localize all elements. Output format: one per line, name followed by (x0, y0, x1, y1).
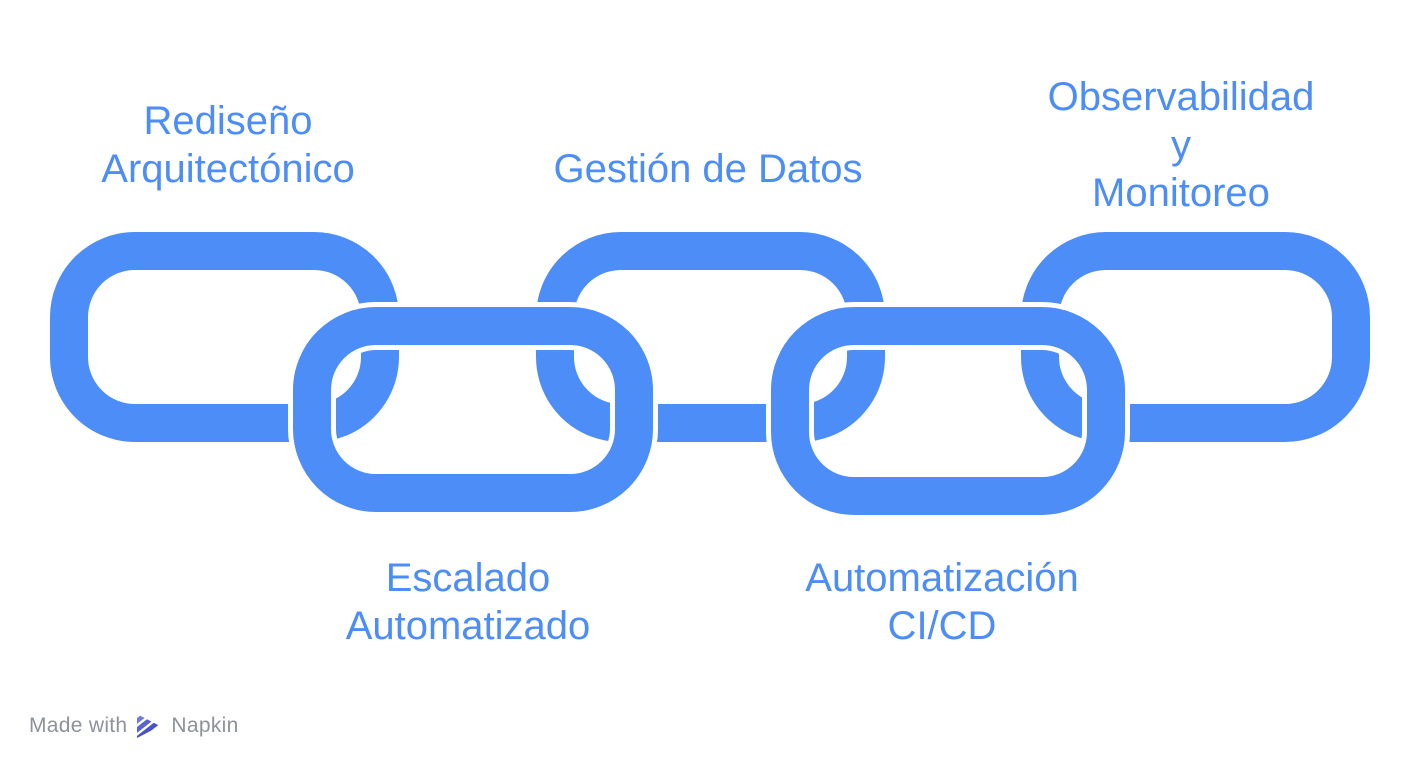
napkin-logo-stripe (137, 714, 161, 735)
watermark-prefix-text: Made with (29, 714, 128, 737)
chain-link-label-observabilidad: Observabilidad y Monitoreo (1047, 75, 1315, 215)
chain-link-label-gestion: Gestión de Datos (553, 147, 863, 191)
napkin-logo-icon (137, 714, 161, 738)
chain-link-label-escalado: Escalado Automatizado (345, 556, 591, 648)
made-with-napkin-watermark: Made with Napkin (29, 712, 239, 740)
chain-link-2 (293, 307, 653, 512)
chain-link-label-rediseno: Rediseño Arquitectónico (101, 99, 355, 191)
watermark-brand-text: Napkin (171, 714, 239, 737)
chain-link-4 (771, 307, 1125, 515)
chain-link-label-automatizacion: Automatización CI/CD (805, 556, 1079, 648)
